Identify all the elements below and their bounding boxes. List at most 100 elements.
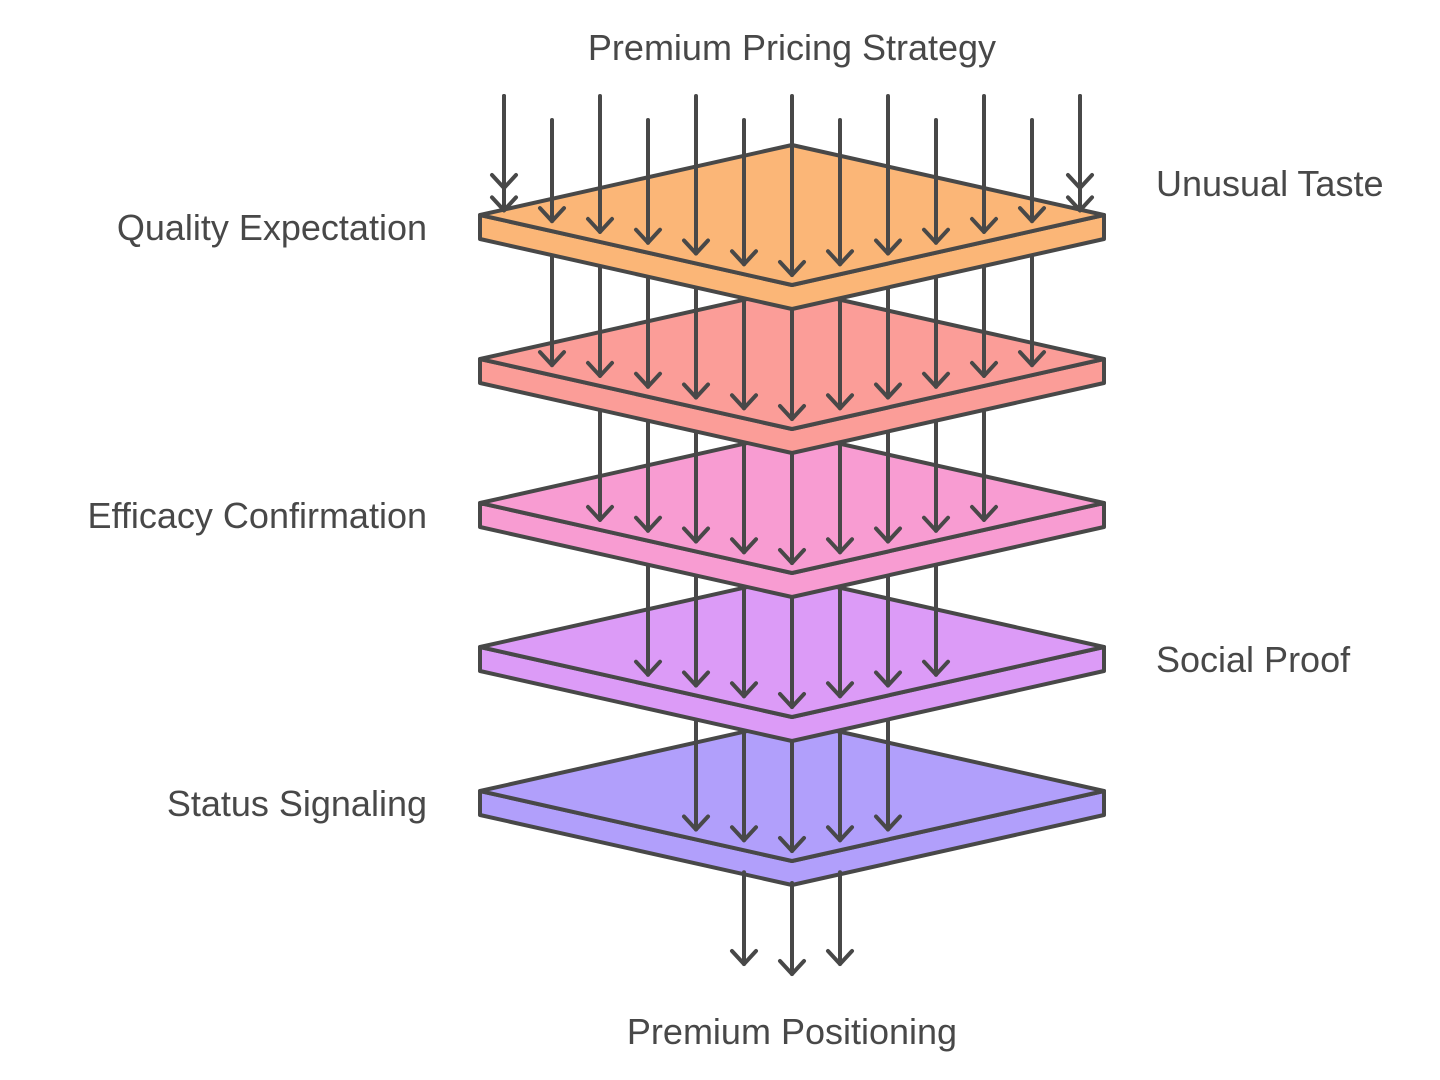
- arrow-into-layer-5: [682, 715, 710, 832]
- arrow-head: [730, 681, 758, 699]
- arrow-head: [826, 249, 854, 267]
- arrow-head: [682, 526, 710, 544]
- arrow-into-layer-2: [874, 283, 902, 400]
- output-arrow: [730, 870, 758, 966]
- arrow-into-layer-5: [874, 715, 902, 832]
- output-arrow: [826, 870, 854, 966]
- arrow-head: [922, 515, 950, 533]
- arrow-into-layer-3: [586, 405, 614, 522]
- arrow-head: [970, 360, 998, 378]
- arrow-into-layer-2: [970, 261, 998, 378]
- arrow-head: [634, 371, 662, 389]
- arrow-into-layer-2: [634, 272, 662, 389]
- arrow-into-layer-3: [634, 416, 662, 533]
- arrow-into-layer-3: [730, 438, 758, 555]
- arrow-bypass: [490, 94, 518, 190]
- arrow-head: [778, 692, 806, 709]
- arrow-into-layer-2: [586, 261, 614, 378]
- arrow-head: [778, 404, 806, 421]
- arrow-into-layer-1: [874, 94, 902, 256]
- arrow-head: [730, 825, 758, 843]
- arrow-head: [682, 670, 710, 688]
- output-label: Premium Positioning: [626, 1011, 958, 1052]
- arrow-head: [970, 216, 998, 234]
- arrow-head: [778, 260, 806, 277]
- arrow-into-layer-4: [634, 560, 662, 677]
- output-arrow: [778, 881, 806, 976]
- arrow-head: [874, 526, 902, 544]
- arrow-into-layer-1: [970, 94, 998, 234]
- arrow-head: [490, 195, 518, 213]
- arrow-head: [778, 548, 806, 565]
- arrow-bypass: [1066, 94, 1094, 190]
- arrow-head: [1018, 350, 1046, 368]
- arrow-into-layer-5: [778, 737, 806, 853]
- arrow-head: [634, 659, 662, 677]
- arrow-head: [826, 949, 854, 966]
- arrow-head: [826, 825, 854, 843]
- arrow-head: [538, 206, 566, 224]
- arrow-into-layer-2: [538, 251, 566, 368]
- layer-label-efficacy-confirmation: Efficacy Confirmation: [87, 495, 427, 536]
- arrow-head: [922, 371, 950, 389]
- arrow-head: [538, 350, 566, 368]
- layer-label-status-signaling: Status Signaling: [166, 783, 427, 824]
- arrow-head: [730, 393, 758, 411]
- arrow-into-layer-1: [826, 118, 854, 267]
- arrow-head: [874, 382, 902, 400]
- arrow-into-layer-2: [778, 305, 806, 421]
- arrow-head: [634, 227, 662, 245]
- arrow-into-layer-3: [874, 427, 902, 544]
- arrow-into-layer-2: [730, 294, 758, 411]
- arrow-into-layer-1: [634, 118, 662, 245]
- arrow-into-layer-2: [826, 294, 854, 411]
- arrow-into-layer-1: [538, 118, 566, 224]
- arrow-into-layer-2: [922, 272, 950, 389]
- arrow-into-layer-4: [826, 582, 854, 699]
- arrow-head: [682, 382, 710, 400]
- arrow-head: [874, 238, 902, 256]
- arrow-into-layer-4: [778, 593, 806, 709]
- arrow-head: [778, 836, 806, 853]
- arrow-into-layer-2: [1018, 251, 1046, 368]
- arrow-into-layer-3: [922, 416, 950, 533]
- arrow-head: [586, 360, 614, 378]
- arrow-head: [682, 814, 710, 832]
- arrow-head: [778, 959, 806, 976]
- diagram-title: Premium Pricing Strategy: [587, 27, 997, 68]
- arrow-head: [730, 249, 758, 267]
- arrow-into-layer-5: [730, 726, 758, 843]
- arrow-head: [922, 659, 950, 677]
- arrow-into-layer-1: [1018, 118, 1046, 224]
- arrow-head: [922, 227, 950, 245]
- arrow-head: [730, 949, 758, 966]
- layer-label-unusual-taste: Unusual Taste: [1156, 163, 1384, 204]
- arrow-head: [874, 670, 902, 688]
- arrow-into-layer-3: [682, 427, 710, 544]
- arrow-into-layer-4: [730, 582, 758, 699]
- arrow-head: [490, 173, 518, 190]
- layer-label-quality-expectation: Quality Expectation: [116, 207, 427, 248]
- arrow-into-layer-1: [922, 118, 950, 245]
- arrow-head: [826, 537, 854, 555]
- arrow-into-layer-5: [826, 726, 854, 843]
- arrow-into-layer-2: [682, 283, 710, 400]
- arrow-head: [1018, 206, 1046, 224]
- arrow-into-layer-3: [778, 449, 806, 565]
- arrow-into-layer-4: [682, 571, 710, 688]
- arrow-head: [826, 393, 854, 411]
- arrow-head: [730, 537, 758, 555]
- arrow-head: [682, 238, 710, 256]
- layer-label-social-proof: Social Proof: [1156, 639, 1351, 680]
- arrow-into-layer-1: [778, 94, 806, 277]
- arrow-head: [586, 504, 614, 522]
- arrow-head: [634, 515, 662, 533]
- arrow-into-layer-1: [682, 94, 710, 256]
- arrow-into-layer-3: [826, 438, 854, 555]
- arrow-into-layer-4: [874, 571, 902, 688]
- arrow-head: [826, 681, 854, 699]
- arrow-head: [970, 504, 998, 522]
- arrow-into-layer-3: [970, 405, 998, 522]
- arrow-head: [874, 814, 902, 832]
